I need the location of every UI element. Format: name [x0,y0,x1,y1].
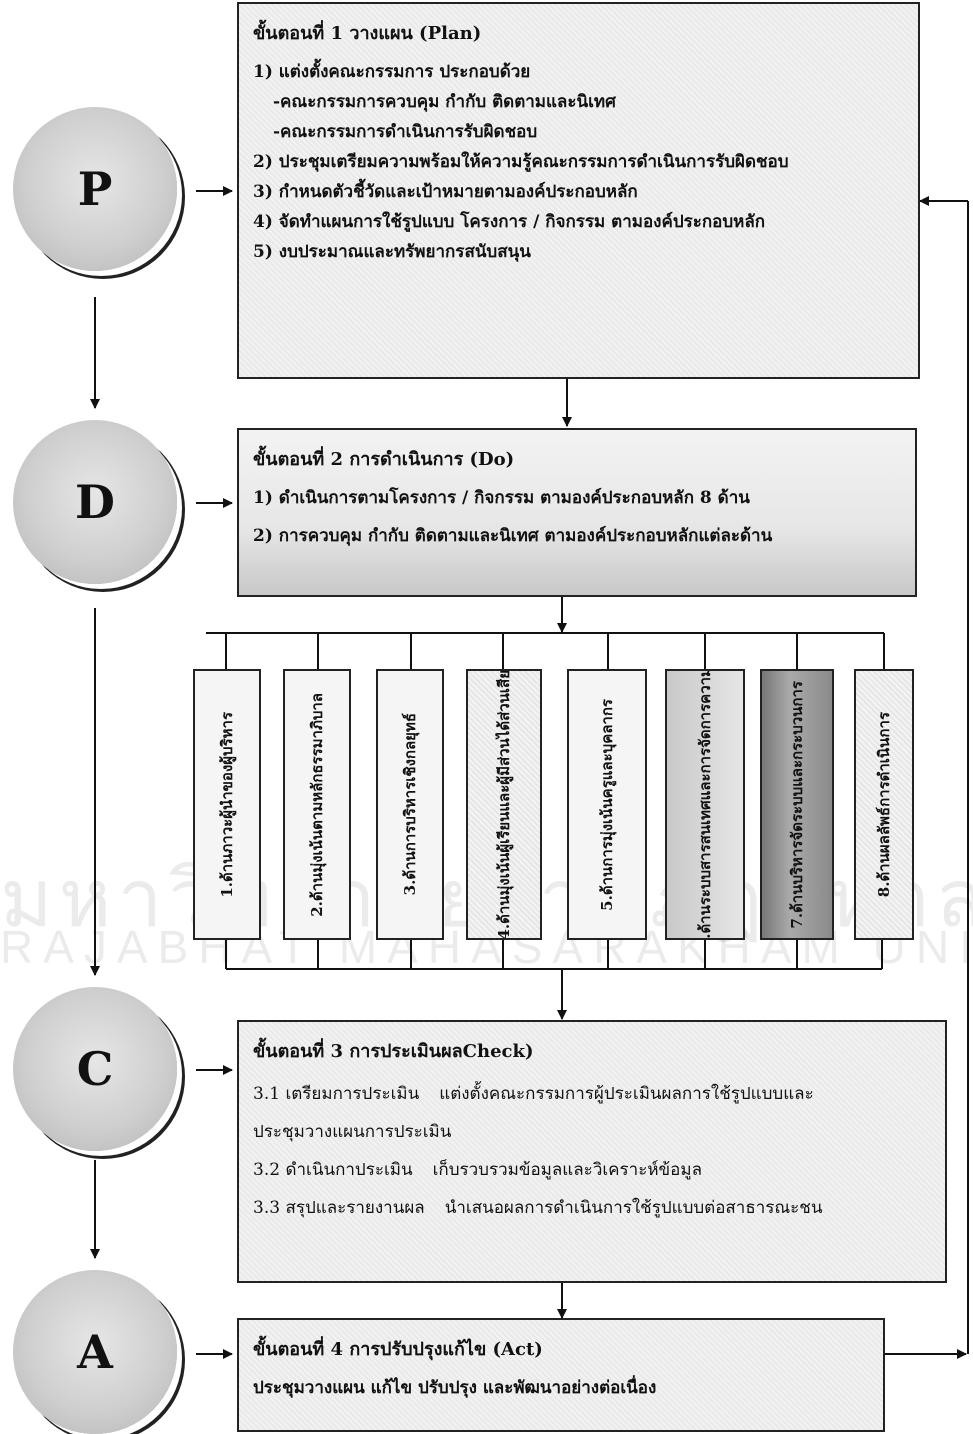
step3-item-text: ประชุมวางแผนการประเมิน [253,1122,452,1142]
phase-circle-a: A [13,1270,177,1434]
phase-circle-p: P [13,107,177,271]
step2-title: ขั้นตอนที่ 2 การดำเนินการ (Do) [253,449,515,470]
component-box-7: 7.ด้านบริหารจัดระบบและกระบวนการ [760,669,834,940]
phase-circle-c: C [13,987,177,1151]
step1-line: 3) กำหนดตัวชี้วัดและเป้าหมายตามองค์ประกอ… [253,182,638,202]
component-box-5: 5.ด้านการมุ่งเน้นครูและบุคลากร [567,669,647,940]
component-label: 5.ด้านการมุ่งเน้นครูและบุคลากร [598,698,616,911]
step1-line: 1) แต่งตั้งคณะกรรมการ ประกอบด้วย [253,62,531,82]
step3-item-text: นำเสนอผลการดำเนินการใช้รูปแบบต่อสาธารณะช… [444,1198,823,1218]
step3-item: 3.1 เตรียมการประเมิน แต่งตั้งคณะกรรมการผู… [253,1075,931,1113]
step1-line: 4) จัดทำแผนการใช้รูปแบบ โครงการ / กิจกรร… [253,212,766,232]
component-label: 7.ด้านบริหารจัดระบบและกระบวนการ [788,680,806,929]
step3-item-label: 3.2 ดำเนินกาประเมิน [253,1160,413,1180]
step1-line: 5) งบประมาณและทรัพยากรสนับสนุน [253,242,531,262]
step1-line: -คณะกรรมการดำเนินการรับผิดชอบ [273,122,538,142]
component-label: 4.ด้านมุ่งเน้นผู้เรียนและผู้มีส่วนได้ส่ว… [495,669,513,940]
step1-plan-box: ขั้นตอนที่ 1 วางแผน (Plan) 1) แต่งตั้งคณ… [237,2,920,379]
step4-act-box: ขั้นตอนที่ 4 การปรับปรุงแก้ไข (Act) ประช… [237,1318,885,1432]
component-label: 1.ด้านภาวะผู้นำของผู้บริหาร [218,711,236,898]
step4-text: ประชุมวางแผน แก้ไข ปรับปรุง และพัฒนาอย่า… [253,1378,657,1398]
step3-item-label: 3.1 เตรียมการประเมิน [253,1084,420,1104]
step3-item: ประชุมวางแผนการประเมิน [253,1113,931,1151]
step3-check-box: ขั้นตอนที่ 3 การประเมินผลCheck) 3.1 เตรี… [237,1020,947,1283]
step3-item: 3.2 ดำเนินกาประเมิน เก็บรวบรวมข้อมูลและวิ… [253,1151,931,1189]
step2-line: 2) การควบคุม กำกับ ติดตามและนิเทศ ตามองค… [253,526,773,546]
phase-letter-c: C [76,1042,114,1096]
component-box-8: 8.ด้านผลลัพธ์การดำเนินการ [854,669,914,940]
phase-circle-d: D [13,420,177,584]
phase-letter-a: A [77,1325,113,1379]
step1-title: ขั้นตอนที่ 1 วางแผน (Plan) [253,23,482,44]
step3-item: 3.3 สรุปและรายงานผล นำเสนอผลการดำเนินการใ… [253,1189,931,1227]
component-box-6: 6.ด้านระบบสารสนเทศและการจัดการความรู้ [665,669,745,940]
step3-item-text: แต่งตั้งคณะกรรมการผู้ประเมินผลการใช้รูปแ… [439,1084,814,1104]
step2-do-box: ขั้นตอนที่ 2 การดำเนินการ (Do) 1) ดำเนิน… [237,428,917,597]
phase-letter-d: D [75,475,115,529]
component-box-2: 2.ด้านมุ่งเน้นตามหลักธรรมาภิบาล [283,669,351,940]
step2-line: 1) ดำเนินการตามโครงการ / กิจกรรม ตามองค์… [253,488,750,508]
step1-line: 2) ประชุมเตรียมความพร้อมให้ความรู้คณะกรร… [253,152,789,172]
component-label: 2.ด้านมุ่งเน้นตามหลักธรรมาภิบาล [308,692,326,917]
component-box-1: 1.ด้านภาวะผู้นำของผู้บริหาร [193,669,261,940]
step3-item-text: เก็บรวบรวมข้อมูลและวิเคราะห์ข้อมูล [432,1160,703,1180]
step3-title: ขั้นตอนที่ 3 การประเมินผลCheck) [253,1041,534,1062]
step3-item-label: 3.3 สรุปและรายงานผล [253,1198,425,1218]
phase-letter-p: P [77,162,113,216]
step1-line: -คณะกรรมการควบคุม กำกับ ติดตามและนิเทศ [273,92,616,112]
component-box-4: 4.ด้านมุ่งเน้นผู้เรียนและผู้มีส่วนได้ส่ว… [466,669,542,940]
component-label: 3.ด้านการบริหารเชิงกลยุทธ์ [401,713,419,896]
step4-title: ขั้นตอนที่ 4 การปรับปรุงแก้ไข (Act) [253,1339,543,1360]
component-label: 8.ด้านผลลัพธ์การดำเนินการ [875,711,893,898]
component-label: 6.ด้านระบบสารสนเทศและการจัดการความรู้ [696,669,714,940]
component-box-3: 3.ด้านการบริหารเชิงกลยุทธ์ [376,669,444,940]
